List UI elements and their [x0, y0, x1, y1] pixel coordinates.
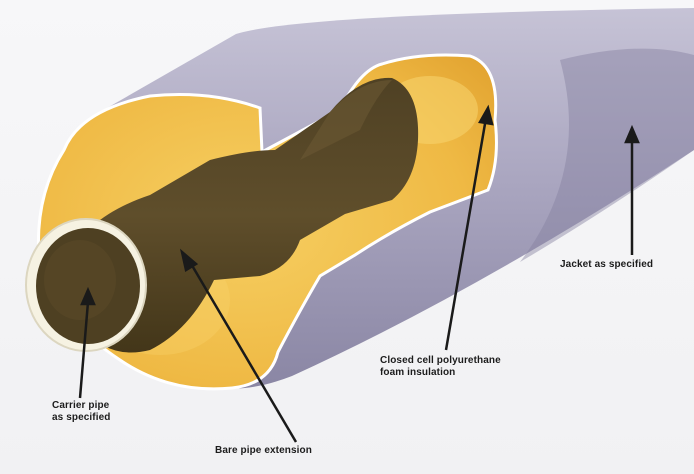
label-foam-insulation: Closed cell polyurethane foam insulation: [380, 355, 501, 379]
carrier-pipe-inner-shade: [44, 240, 116, 320]
label-jacket: Jacket as specified: [560, 259, 653, 271]
label-bare-pipe-extension: Bare pipe extension: [215, 445, 312, 457]
label-carrier-pipe: Carrier pipe as specified: [52, 400, 110, 424]
